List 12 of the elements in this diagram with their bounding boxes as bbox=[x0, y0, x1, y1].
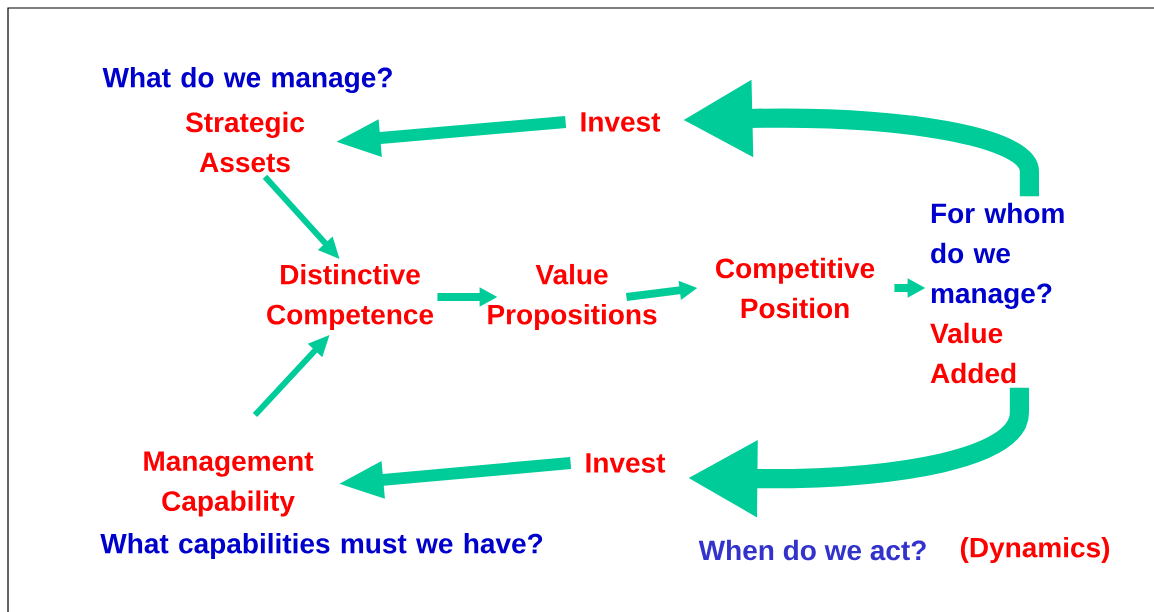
concept-text: For whom do we manage? Value Added bbox=[930, 202, 1064, 384]
note-text: When do we act? bbox=[698, 539, 926, 561]
question-text: What capabilities must we have? bbox=[100, 532, 543, 560]
concept-text: Invest bbox=[586, 453, 666, 473]
question-text: What do we manage? bbox=[102, 66, 392, 94]
concept-text: Competitive Position bbox=[716, 257, 875, 319]
note-text: (Dynamics) bbox=[960, 536, 1110, 564]
concept-text: Distinctive Competence bbox=[267, 263, 434, 331]
concept-text: Invest bbox=[581, 112, 661, 132]
concept-text: Value Propositions bbox=[488, 263, 657, 331]
concept-text: Management Capability bbox=[144, 451, 314, 517]
concept-text: Strategic Assets bbox=[185, 111, 305, 173]
